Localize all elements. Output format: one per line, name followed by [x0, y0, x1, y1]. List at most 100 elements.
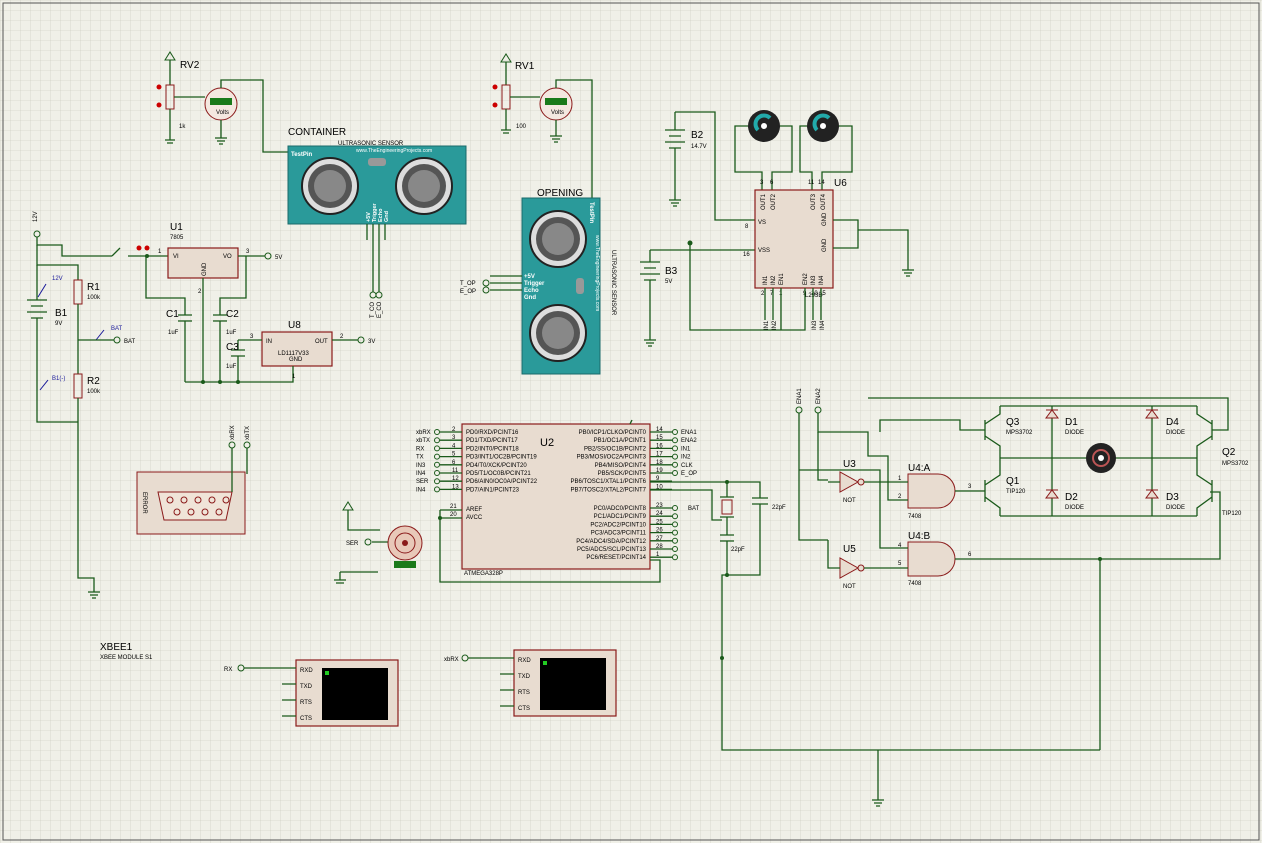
- svg-text:MPS3702: MPS3702: [1006, 430, 1033, 436]
- b1-value: 9V: [55, 321, 62, 327]
- container-pin-echo: Echo: [378, 208, 384, 222]
- power-input-section[interactable]: 12V B1 9V 12V BAT B1(-) R1 100k BAT R2 1…: [27, 211, 168, 599]
- u2-left-terminal[interactable]: [434, 470, 440, 476]
- svg-text:6: 6: [770, 180, 774, 186]
- svg-text:15: 15: [819, 291, 826, 297]
- container-ultrasonic-sensor[interactable]: CONTAINER ULTRASONIC SENSOR TestPin www.…: [287, 127, 467, 318]
- h-bridge-circuit[interactable]: ENA1 ENA2 U3 NOT U5 NOT U4:A 7408 1 2 3 …: [795, 388, 1249, 807]
- u2-part: ATMEGA328P: [464, 571, 503, 577]
- svg-text:DIODE: DIODE: [1166, 430, 1185, 436]
- u2-portc-pin-label: PC6/RESET/PCINT14: [586, 555, 646, 561]
- svg-text:VI: VI: [173, 254, 179, 260]
- svg-text:NOT: NOT: [843, 498, 856, 504]
- u2-left-terminal[interactable]: [434, 461, 440, 468]
- u1-part: 7805: [170, 235, 184, 241]
- u2-left-pin-num: 11: [452, 468, 459, 474]
- xbee-ref: XBEE1: [100, 642, 133, 653]
- rv2-voltmeter[interactable]: Volts: [174, 79, 290, 153]
- xbee-module-2[interactable]: RXD TXD RTS CTS xbRX: [444, 649, 617, 717]
- u2-portc-terminal[interactable]: [672, 554, 678, 561]
- svg-text:OUT1: OUT1: [761, 193, 767, 210]
- u2-portc-terminal[interactable]: [672, 505, 678, 511]
- u2-right-terminal[interactable]: [672, 453, 678, 460]
- b2-ref: B2: [691, 130, 704, 141]
- u2-atmega328p[interactable]: U2 ATMEGA328P PD0/RXD/PCINT162xbRXPD1/TX…: [416, 419, 700, 583]
- u8-ld1117-regulator[interactable]: U8 LD1117V33 IN OUT GND 1 2 3 3V: [238, 320, 375, 380]
- svg-text:AVCC: AVCC: [466, 515, 483, 521]
- b2-battery[interactable]: B2 14.7V: [665, 111, 755, 221]
- u2-right-terminal[interactable]: [672, 470, 678, 476]
- svg-text:RTS: RTS: [300, 700, 312, 706]
- u1-7805-regulator[interactable]: U1 7805 VI VO GND 1 2 3 5V: [145, 222, 282, 382]
- u2-right-terminal[interactable]: [672, 461, 678, 468]
- u2-left-terminal[interactable]: [434, 429, 440, 435]
- u2-portc-terminal[interactable]: [672, 521, 678, 528]
- u2-left-pin-net: IN4: [416, 487, 426, 493]
- svg-text:D2: D2: [1065, 492, 1078, 503]
- xbee-module-1[interactable]: XBEE1 XBEE MODULE S1 RXD TXD RTS CTS RX: [100, 642, 399, 727]
- db9-label: ERROR: [141, 492, 147, 514]
- u2-left-terminal[interactable]: [434, 486, 440, 493]
- u2-right-pin-num: 9: [656, 476, 660, 482]
- u2-left-pin-net: IN3: [416, 463, 426, 469]
- u2-right-terminal[interactable]: [672, 429, 678, 435]
- opening-net-t: T_OP: [460, 281, 476, 287]
- u2-portc-terminal[interactable]: [672, 529, 678, 536]
- svg-text:OUT2: OUT2: [771, 193, 777, 210]
- db9-serial-connector[interactable]: ERROR xbRX xbTX: [136, 425, 251, 535]
- svg-text:Q2: Q2: [1222, 447, 1236, 458]
- rv1-potentiometer[interactable]: RV1 100: [492, 53, 535, 134]
- db9-net-tx: xbTX: [245, 426, 251, 440]
- u2-right-terminal[interactable]: [672, 445, 678, 452]
- crystal-oscillator[interactable]: 22pF 22pF: [650, 480, 1100, 751]
- u2-portc-terminal[interactable]: [672, 546, 678, 552]
- svg-text:TIP120: TIP120: [1006, 489, 1026, 495]
- servo-net: SER: [346, 541, 359, 547]
- u2-right-pin-label: PB0/ICP1/CLKO/PCINT0: [579, 430, 647, 436]
- servo-motor[interactable]: SER: [334, 501, 423, 584]
- motor-right[interactable]: [799, 110, 853, 190]
- u8-ref: U8: [288, 320, 301, 331]
- u2-left-terminal[interactable]: [434, 453, 440, 460]
- svg-text:IN3: IN3: [811, 275, 817, 285]
- svg-text:7408: 7408: [908, 581, 922, 587]
- svg-text:GND: GND: [202, 262, 208, 276]
- r2-ref: R2: [87, 376, 100, 387]
- u8-part: LD1117V33: [278, 351, 309, 357]
- u2-left-terminal[interactable]: [434, 437, 440, 444]
- capacitors[interactable]: C1 1uF C2 1uF C3 1uF: [166, 309, 294, 384]
- svg-text:Q3: Q3: [1006, 417, 1020, 428]
- svg-text:NOT: NOT: [843, 584, 856, 590]
- svg-text:U4:B: U4:B: [908, 531, 931, 542]
- u2-portc-terminal[interactable]: [672, 513, 678, 520]
- container-net-t: T_CO: [370, 302, 376, 318]
- b3-battery[interactable]: B3 5V: [640, 240, 755, 347]
- u2-right-pin-net: IN1: [681, 446, 691, 452]
- svg-text:IN: IN: [266, 339, 272, 345]
- u2-right-terminal[interactable]: [672, 437, 678, 444]
- rv1-voltmeter[interactable]: Volts: [510, 79, 593, 200]
- u2-left-pin-label: PD4/T0/XCK/PCINT20: [466, 463, 527, 469]
- opening-ultrasonic-sensor[interactable]: OPENING ULTRASONIC SENSOR TestPin www.Th…: [460, 188, 616, 375]
- u2-right-pin-net: CLK: [681, 463, 693, 469]
- svg-text:VS: VS: [758, 220, 766, 226]
- opening-brand: TestPin: [588, 202, 594, 224]
- u6-l293d-driver[interactable]: U6 L293D VS VSS OUT1 OUT2 OUT3 OUT4 GND …: [689, 178, 914, 331]
- rv1-value: 100: [516, 124, 527, 130]
- u2-right-pin-label: PB4/MISO/PCINT4: [595, 463, 647, 469]
- rv2-potentiometer[interactable]: RV2 1k: [156, 51, 200, 144]
- svg-text:VSS: VSS: [758, 248, 770, 254]
- svg-text:1: 1: [898, 476, 902, 482]
- svg-text:GND: GND: [289, 357, 303, 363]
- u2-left-terminal[interactable]: [434, 445, 440, 452]
- motor-left[interactable]: [734, 110, 793, 190]
- u2-right-pin-num: 18: [656, 460, 663, 466]
- u2-left-terminal[interactable]: [434, 478, 440, 485]
- u2-portc-terminal[interactable]: [672, 537, 678, 544]
- svg-text:4: 4: [898, 543, 902, 549]
- svg-text:2: 2: [198, 289, 202, 295]
- svg-text:2: 2: [340, 334, 344, 340]
- u2-right-pin-num: 16: [656, 443, 663, 449]
- svg-text:DIODE: DIODE: [1166, 505, 1185, 511]
- u2-portc-pin-label: PC3/ADC3/PCINT11: [591, 531, 647, 537]
